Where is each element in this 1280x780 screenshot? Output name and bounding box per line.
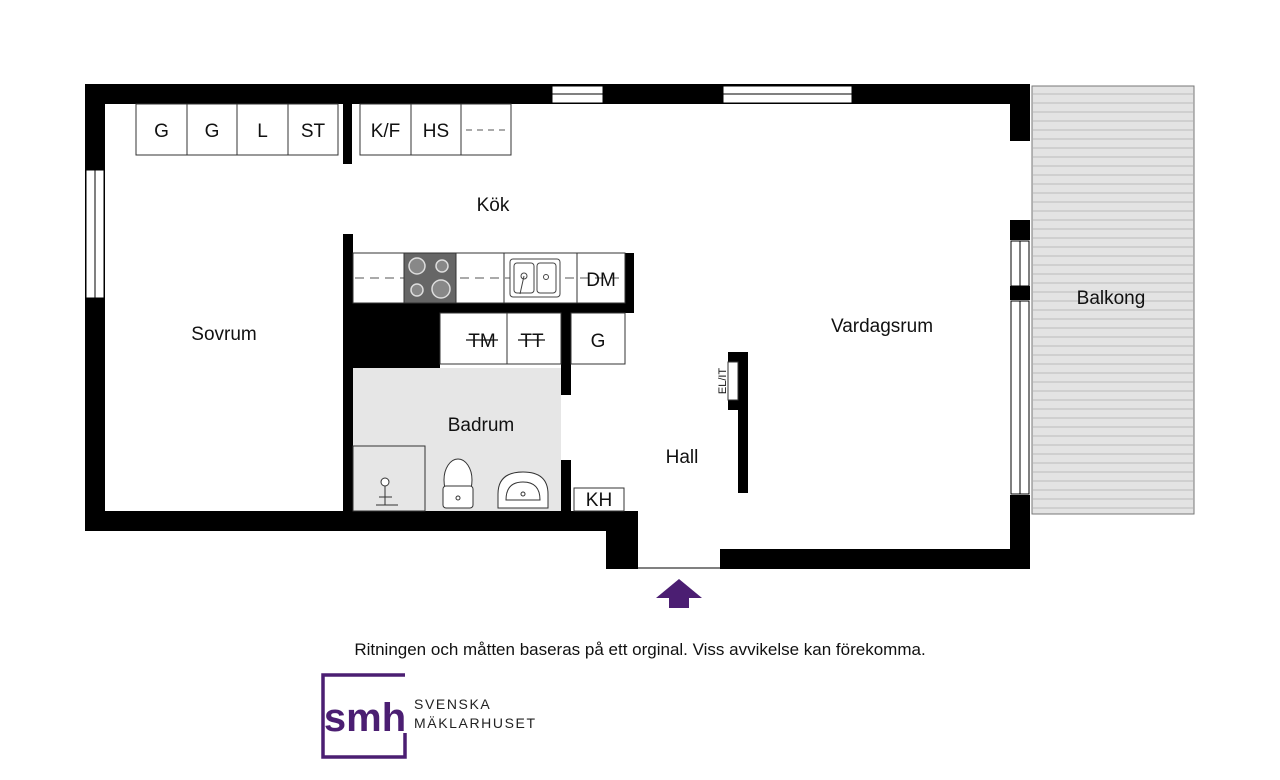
- brand-line-1: SVENSKA: [414, 696, 492, 712]
- kh-box: [573, 487, 625, 512]
- dryer-label: TT: [520, 331, 544, 352]
- room-label-vardagsrum: Vardagsrum: [831, 316, 933, 337]
- cabinet-label-st: ST: [301, 121, 326, 142]
- wash-basin-icon: [497, 471, 549, 509]
- dishwasher-label: DM: [586, 270, 616, 291]
- top-cabinets: [135, 103, 512, 156]
- stove-icon: [403, 252, 457, 304]
- el-it-box: [727, 361, 739, 401]
- cabinet-label-l: L: [257, 121, 268, 142]
- cabinet-label-g3: G: [591, 331, 606, 352]
- balcony: [1031, 85, 1195, 515]
- interior-walls: [343, 104, 748, 511]
- kitchen-counter: [352, 252, 626, 304]
- cabinet-label-kf: K/F: [371, 121, 401, 142]
- cabinet-label-g1: G: [154, 121, 169, 142]
- smh-logo: smh: [321, 673, 407, 759]
- cabinet-label-g2: G: [205, 121, 220, 142]
- floor-plan: G G L ST K/F HS DM TM TT G KH EL/IT Kök …: [85, 84, 1195, 608]
- shower-icon: [352, 445, 426, 512]
- svg-text:smh: smh: [324, 696, 406, 740]
- room-label-kok: Kök: [477, 195, 510, 216]
- room-label-badrum: Badrum: [448, 415, 515, 436]
- el-it-label: EL/IT: [717, 368, 729, 395]
- room-label-balkong: Balkong: [1077, 288, 1146, 309]
- cabinet-label-hs: HS: [423, 121, 449, 142]
- bath-cabinets: [439, 312, 626, 365]
- windows: [85, 85, 1030, 495]
- toilet-icon: [442, 458, 474, 509]
- room-label-sovrum: Sovrum: [191, 324, 256, 345]
- brand-line-2: MÄKLARHUSET: [414, 715, 537, 731]
- washer-label: TM: [468, 331, 495, 352]
- sink-icon: [509, 258, 561, 298]
- room-label-hall: Hall: [666, 447, 699, 468]
- kh-label: KH: [586, 490, 612, 511]
- disclaimer-text: Ritningen och måtten baseras på ett orgi…: [354, 640, 926, 659]
- brand-name: SVENSKA MÄKLARHUSET: [414, 695, 537, 733]
- entrance-arrow-icon: [656, 579, 702, 608]
